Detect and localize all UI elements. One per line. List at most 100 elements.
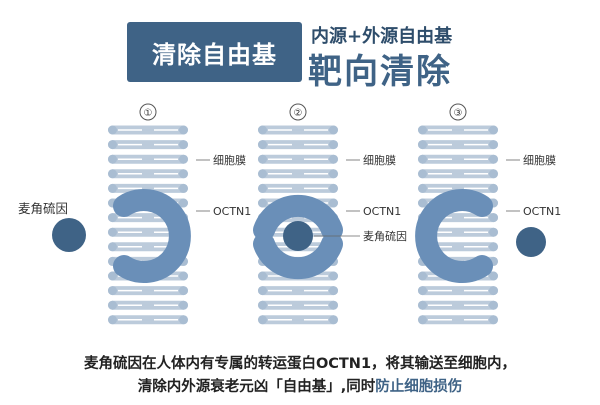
lipid-head <box>489 125 498 135</box>
lipid-bar <box>258 315 338 325</box>
lipid-head <box>329 271 338 281</box>
lipid-head <box>258 140 267 150</box>
lipid-head <box>179 169 188 179</box>
lipid-bar <box>258 169 338 179</box>
lipid-head <box>418 183 427 193</box>
lipid-head <box>179 315 188 325</box>
caption-line-1: 麦角硫因在人体内有专属的转运蛋白OCTN1，将其输送至细胞内， <box>83 356 517 372</box>
lipid-bar <box>418 154 498 164</box>
lipid-head <box>258 315 267 325</box>
panel-3: ③ 细胞膜 OCTN1 <box>415 103 561 325</box>
panel-number-circle <box>449 103 467 121</box>
membrane-label: 细胞膜 <box>523 154 556 167</box>
lipid-head <box>108 271 117 281</box>
lipid-head <box>489 286 498 296</box>
lipid-head <box>418 286 427 296</box>
molecule-label: 麦角硫因 <box>363 229 407 243</box>
lipid-head <box>418 169 427 179</box>
lipid-head <box>179 286 188 296</box>
lipid-head <box>329 183 338 193</box>
lipid-head <box>329 140 338 150</box>
octn1-label: OCTN1 <box>363 205 401 218</box>
lipid-head <box>489 315 498 325</box>
lipid-head <box>258 154 267 164</box>
octn1-transporter-top <box>253 194 343 241</box>
molecule-label-left: 麦角硫因 <box>18 201 68 216</box>
panel-number-circle <box>289 103 307 121</box>
lipid-bar <box>258 300 338 310</box>
lipid-head <box>329 169 338 179</box>
caption-highlight: 防止细胞损伤 <box>375 379 463 395</box>
octn1-label: OCTN1 <box>523 205 561 218</box>
octn1-label: OCTN1 <box>213 205 251 218</box>
lipid-bar <box>108 169 188 179</box>
lipid-head <box>489 154 498 164</box>
lipid-head <box>108 183 117 193</box>
octn1-transporter <box>113 189 191 283</box>
lipid-bar <box>418 227 498 237</box>
lipid-head <box>489 213 498 223</box>
lipid-head <box>258 198 267 208</box>
lipid-head <box>179 271 188 281</box>
panel-number: ③ <box>454 108 463 119</box>
lipid-head <box>329 315 338 325</box>
lipid-head <box>418 125 427 135</box>
lipid-head <box>489 140 498 150</box>
lipid-bar <box>418 286 498 296</box>
lipid-bar <box>108 300 188 310</box>
panel-number-circle <box>139 103 157 121</box>
molecule-in-transporter <box>283 221 313 251</box>
lipid-bar <box>108 140 188 150</box>
lipid-bar <box>108 286 188 296</box>
lipid-head <box>258 300 267 310</box>
lipid-bar <box>418 169 498 179</box>
lipid-head <box>108 227 117 237</box>
subtitle: 内源+外源自由基 <box>311 26 453 47</box>
lipid-head <box>179 300 188 310</box>
lipid-head <box>329 154 338 164</box>
lipid-head <box>418 154 427 164</box>
lipid-bar <box>258 140 338 150</box>
lipid-head <box>489 169 498 179</box>
lipid-head <box>108 169 117 179</box>
membrane-label: 细胞膜 <box>363 154 396 167</box>
lipid-head <box>108 125 117 135</box>
lipid-bar <box>258 286 338 296</box>
lipid-head <box>418 198 427 208</box>
lipid-head <box>258 169 267 179</box>
lipid-bar <box>108 183 188 193</box>
lipid-head <box>489 227 498 237</box>
lipid-head <box>329 286 338 296</box>
lipid-bar <box>258 183 338 193</box>
lipid-head <box>179 198 188 208</box>
lipid-bar <box>258 154 338 164</box>
lipid-bar <box>418 125 498 135</box>
lipid-head <box>418 300 427 310</box>
lipid-bar <box>418 183 498 193</box>
lipid-head <box>258 183 267 193</box>
lipid-bar <box>418 300 498 310</box>
lipid-head <box>329 198 338 208</box>
lipid-head <box>179 183 188 193</box>
lipid-head <box>418 140 427 150</box>
lipid-bar <box>418 140 498 150</box>
molecule-outside-left <box>52 218 86 252</box>
panel-number: ① <box>144 108 153 119</box>
lipid-head <box>489 300 498 310</box>
lipid-bar <box>108 315 188 325</box>
caption-line-2: 清除内外源衰老元凶「自由基」,同时防止细胞损伤 <box>0 375 600 396</box>
lipid-head <box>489 183 498 193</box>
lipid-bar <box>258 125 338 135</box>
lipid-head <box>418 315 427 325</box>
lipid-bar <box>108 154 188 164</box>
lipid-head <box>258 125 267 135</box>
lipid-head <box>108 286 117 296</box>
lipid-head <box>418 271 427 281</box>
lipid-head <box>108 242 117 252</box>
title-badge: 清除自由基 <box>127 22 302 82</box>
lipid-head <box>108 300 117 310</box>
octn1-transporter-bottom <box>253 233 343 280</box>
octn1-transporter <box>415 189 493 283</box>
